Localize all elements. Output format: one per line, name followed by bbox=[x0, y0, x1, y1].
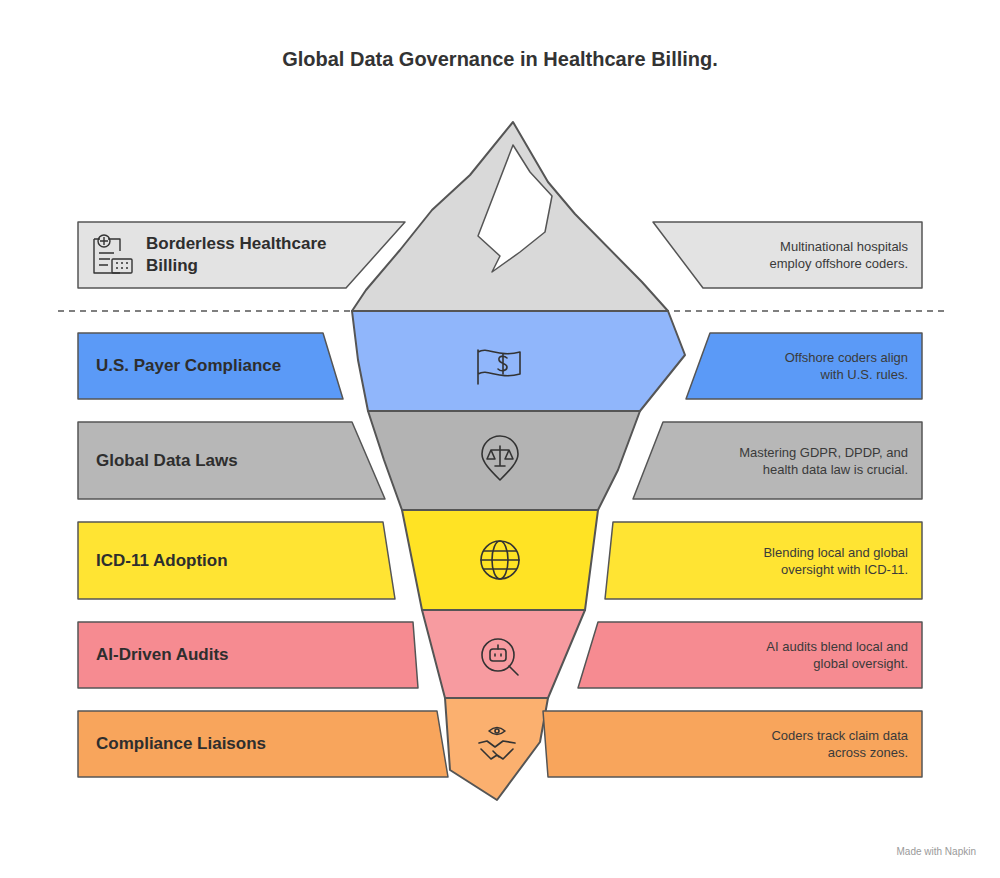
layer-label-box: Borderless Healthcare Billing bbox=[78, 222, 405, 288]
globe-icon bbox=[481, 541, 519, 579]
layer-title: Compliance Liaisons bbox=[96, 733, 266, 755]
layer-description: Blending local and global oversight with… bbox=[748, 544, 908, 578]
layer-description: Coders track claim data across zones. bbox=[748, 727, 908, 761]
waterline bbox=[58, 310, 945, 312]
box-outline bbox=[78, 333, 343, 399]
box-outline bbox=[78, 422, 385, 499]
layer-description-box: AI audits blend local and global oversig… bbox=[578, 622, 922, 688]
layer-description-box: Coders track claim data across zones. bbox=[543, 711, 922, 777]
box-shape bbox=[686, 333, 922, 399]
robot-search-icon bbox=[482, 639, 518, 675]
layer-description: Multinational hospitals employ offshore … bbox=[748, 238, 908, 272]
layer-label-box: AI-Driven Audits bbox=[78, 622, 418, 688]
layer-title: Borderless Healthcare Billing bbox=[146, 233, 346, 277]
layer-title: AI-Driven Audits bbox=[96, 644, 229, 666]
layer-description-box: Offshore coders align with U.S. rules. bbox=[686, 333, 922, 399]
watermark: Made with Napkin bbox=[897, 846, 976, 857]
band-grey bbox=[368, 411, 640, 510]
layer-label-box: Compliance Liaisons bbox=[78, 711, 448, 777]
hospital-bill-icon bbox=[94, 235, 132, 273]
handshake-eye-icon bbox=[479, 728, 515, 760]
box-outline bbox=[543, 711, 922, 777]
box-outline bbox=[605, 522, 922, 599]
box-shape bbox=[653, 222, 922, 288]
money-flag-icon bbox=[478, 350, 520, 384]
iceberg-tip bbox=[352, 122, 668, 311]
layer-title: U.S. Payer Compliance bbox=[96, 355, 281, 377]
box-outline bbox=[578, 622, 922, 688]
box-outline bbox=[78, 522, 395, 599]
layer-description: AI audits blend local and global oversig… bbox=[738, 638, 908, 672]
layer-label-box: ICD-11 Adoption bbox=[78, 522, 395, 599]
band-orange bbox=[445, 698, 548, 800]
layer-description-box: Mastering GDPR, DPDP, and health data la… bbox=[633, 422, 922, 499]
law-pin-icon bbox=[482, 436, 518, 480]
band-yellow bbox=[402, 510, 598, 610]
box-outline bbox=[78, 622, 418, 688]
box-shape bbox=[605, 522, 922, 599]
box-shape bbox=[578, 622, 922, 688]
layer-label-box: U.S. Payer Compliance bbox=[78, 333, 343, 399]
box-outline bbox=[78, 222, 405, 288]
box-outline bbox=[686, 333, 922, 399]
band-red bbox=[422, 610, 585, 698]
band-blue bbox=[352, 311, 685, 411]
layer-description: Mastering GDPR, DPDP, and health data la… bbox=[708, 444, 908, 478]
box-outline bbox=[78, 711, 448, 777]
box-outline bbox=[653, 222, 922, 288]
layer-description-box: Multinational hospitals employ offshore … bbox=[653, 222, 922, 288]
box-outline bbox=[633, 422, 922, 499]
layer-label-box: Global Data Laws bbox=[78, 422, 385, 499]
layer-description: Offshore coders align with U.S. rules. bbox=[758, 349, 908, 383]
layer-title: Global Data Laws bbox=[96, 450, 238, 472]
layer-title: ICD-11 Adoption bbox=[96, 550, 228, 572]
layer-description-box: Blending local and global oversight with… bbox=[605, 522, 922, 599]
diagram-title: Global Data Governance in Healthcare Bil… bbox=[0, 48, 1000, 71]
box-shape bbox=[78, 222, 405, 288]
snow-cap bbox=[478, 145, 552, 272]
box-shape bbox=[543, 711, 922, 777]
box-shape bbox=[633, 422, 922, 499]
